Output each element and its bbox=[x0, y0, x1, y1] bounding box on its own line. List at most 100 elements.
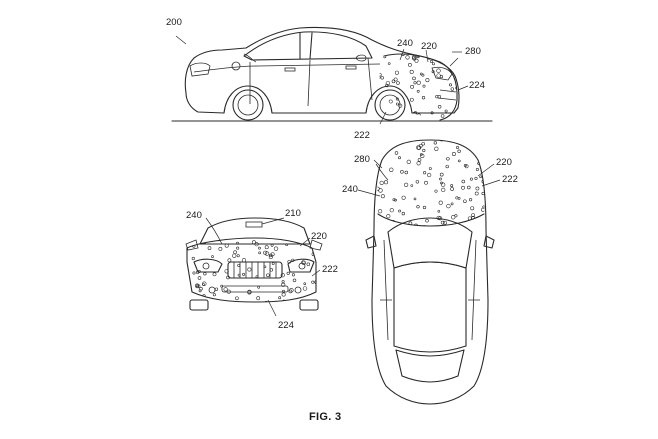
coating-dot bbox=[232, 253, 237, 258]
coating-dot bbox=[264, 300, 268, 302]
label-240-side: 240 bbox=[397, 38, 413, 49]
label-240-top: 240 bbox=[342, 184, 358, 195]
coating-dot bbox=[388, 99, 393, 104]
coating-dot bbox=[394, 70, 399, 75]
coating-dot bbox=[237, 273, 241, 277]
coating-dot bbox=[377, 222, 381, 226]
coating-dot bbox=[440, 181, 443, 185]
front-coating-dots bbox=[187, 238, 316, 302]
coating-dot bbox=[263, 265, 267, 269]
coating-dot bbox=[448, 83, 453, 87]
coating-dot bbox=[198, 289, 202, 293]
coating-dot bbox=[410, 84, 415, 89]
coating-dot bbox=[436, 68, 441, 73]
side-front-wheel bbox=[374, 89, 406, 121]
coating-dot bbox=[380, 143, 385, 148]
coating-dot bbox=[299, 238, 303, 241]
coating-dot bbox=[481, 140, 485, 142]
coating-dot bbox=[278, 296, 282, 300]
coating-dot bbox=[379, 75, 381, 80]
coating-dot bbox=[391, 79, 396, 84]
coating-dot bbox=[241, 258, 247, 263]
coating-dot bbox=[191, 256, 195, 261]
coating-dot bbox=[421, 96, 426, 100]
coating-dot bbox=[393, 77, 398, 82]
coating-dot bbox=[306, 262, 311, 267]
coating-dot bbox=[421, 141, 425, 146]
coating-dot bbox=[304, 238, 308, 241]
coating-dot bbox=[468, 224, 472, 226]
coating-dot bbox=[433, 141, 437, 145]
coating-dot bbox=[420, 153, 425, 159]
coating-dot bbox=[481, 207, 485, 212]
coating-dot bbox=[474, 227, 477, 230]
side-coating-region bbox=[383, 53, 458, 121]
coating-dot bbox=[404, 170, 409, 175]
coating-dot bbox=[197, 276, 202, 280]
coating-dot bbox=[380, 194, 385, 199]
coating-dot bbox=[457, 149, 461, 153]
coating-dot bbox=[291, 273, 295, 277]
coating-dot bbox=[271, 262, 275, 265]
coating-dot bbox=[422, 84, 426, 88]
coating-dot bbox=[467, 216, 472, 221]
coating-dot bbox=[436, 73, 441, 78]
coating-dot bbox=[378, 188, 383, 193]
coating-dot bbox=[461, 185, 465, 190]
coating-dot bbox=[437, 210, 441, 213]
coating-dot bbox=[383, 180, 389, 185]
coating-dot bbox=[479, 175, 482, 179]
side-coating-dots bbox=[379, 54, 458, 120]
label-224-side: 224 bbox=[469, 80, 485, 91]
top-roof bbox=[393, 261, 467, 353]
coating-dot bbox=[403, 182, 409, 188]
coating-dot bbox=[476, 140, 481, 143]
coating-dot bbox=[277, 238, 281, 239]
coating-dot bbox=[437, 105, 442, 109]
coating-dot bbox=[237, 263, 241, 267]
coating-dot bbox=[273, 246, 279, 251]
coating-dot bbox=[414, 58, 419, 63]
coating-dot bbox=[226, 275, 230, 280]
coating-dot bbox=[444, 62, 448, 66]
coating-dot bbox=[441, 187, 446, 193]
coating-dot bbox=[385, 220, 389, 224]
coating-dot bbox=[423, 171, 427, 175]
coating-dot bbox=[247, 267, 252, 272]
label-220-front: 220 bbox=[311, 231, 327, 242]
coating-dot bbox=[394, 151, 399, 155]
coating-dot bbox=[410, 184, 414, 187]
coating-dot bbox=[430, 111, 434, 115]
coating-dot bbox=[257, 285, 261, 289]
coating-dot bbox=[405, 55, 410, 60]
coating-dot bbox=[469, 177, 473, 181]
coating-dot bbox=[212, 272, 217, 277]
coating-dot bbox=[192, 271, 196, 275]
coating-dot bbox=[289, 238, 293, 240]
label-240-front: 240 bbox=[186, 210, 202, 221]
coating-dot bbox=[378, 209, 383, 214]
coating-dot bbox=[203, 272, 207, 276]
coating-dot bbox=[474, 191, 479, 196]
coating-dot bbox=[314, 280, 316, 285]
coating-dot bbox=[411, 55, 417, 60]
coating-dot bbox=[483, 142, 485, 147]
coating-dot bbox=[256, 296, 261, 301]
coating-dot bbox=[471, 145, 477, 150]
coating-dot bbox=[187, 283, 189, 288]
coating-dot bbox=[281, 292, 286, 297]
coating-dot bbox=[415, 180, 420, 184]
coating-dot bbox=[475, 186, 480, 191]
coating-dot bbox=[457, 159, 461, 163]
coating-dot bbox=[289, 288, 294, 293]
coating-dot bbox=[264, 245, 269, 250]
coating-dot bbox=[398, 156, 401, 160]
coating-dot bbox=[424, 180, 428, 185]
coating-dot bbox=[467, 185, 471, 190]
coating-dot bbox=[202, 283, 205, 286]
side-body-outline bbox=[184, 27, 460, 114]
coating-dot bbox=[220, 238, 225, 240]
coating-dot bbox=[409, 69, 414, 74]
coating-dot bbox=[236, 246, 240, 250]
